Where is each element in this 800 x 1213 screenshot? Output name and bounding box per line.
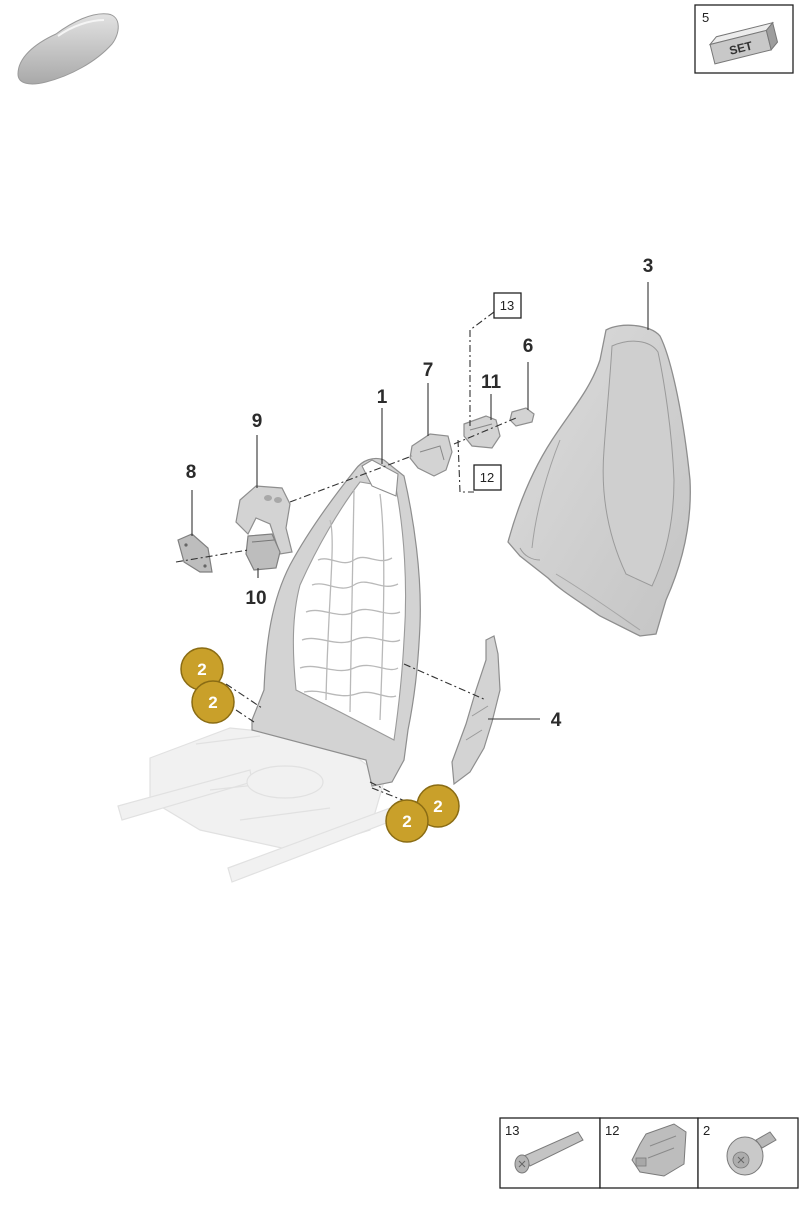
set-kit-number: 5 [702, 10, 709, 25]
legend-strip: 13 12 2 [499, 1117, 799, 1189]
leader-lines [191, 282, 649, 720]
legend-tile-12[interactable]: 12 [599, 1117, 699, 1189]
legend-tile-13-number: 13 [505, 1123, 519, 1138]
svg-text:2: 2 [402, 812, 411, 831]
callout-3[interactable]: 3 [643, 256, 654, 277]
cover-plate-part[interactable] [177, 533, 213, 573]
boxed-ref-13-label: 13 [500, 298, 514, 313]
bolt-icon [514, 1131, 584, 1174]
set-kit-box[interactable]: 5 SET [694, 4, 794, 74]
control-module-part[interactable] [245, 533, 281, 571]
fastener-badge[interactable]: 2 [191, 680, 235, 724]
callout-8[interactable]: 8 [186, 462, 197, 483]
backrest-frame[interactable] [251, 457, 421, 787]
legend-tile-2[interactable]: 2 [697, 1117, 799, 1189]
legend-tile-12-number: 12 [605, 1123, 619, 1138]
callout-6[interactable]: 6 [523, 336, 534, 357]
callout-10[interactable]: 10 [245, 588, 266, 609]
boxed-ref-12-label: 12 [480, 470, 494, 485]
boxed-ref-13[interactable]: 13 [493, 292, 522, 319]
fastener-badge[interactable]: 2 [385, 799, 429, 843]
callout-9[interactable]: 9 [252, 411, 263, 432]
callout-4[interactable]: 4 [551, 710, 562, 731]
cap-nut-icon [726, 1131, 777, 1176]
set-kit-tag: SET [728, 38, 755, 57]
boxed-ref-12[interactable]: 12 [473, 464, 502, 491]
svg-text:2: 2 [433, 797, 442, 816]
backrest-rear-shell[interactable] [507, 324, 691, 637]
svg-text:2: 2 [208, 693, 217, 712]
callout-11[interactable]: 11 [481, 372, 502, 393]
clip-icon [631, 1123, 687, 1177]
upper-bracket-part[interactable] [409, 433, 453, 477]
callout-7[interactable]: 7 [423, 360, 434, 381]
callout-1[interactable]: 1 [377, 387, 388, 408]
side-trim-panel[interactable] [451, 635, 501, 786]
svg-text:2: 2 [197, 660, 206, 679]
headrest-guide-part[interactable] [235, 485, 293, 555]
small-bracket-part[interactable] [509, 407, 535, 427]
vehicle-thumbnail-icon [17, 13, 119, 85]
legend-tile-13[interactable]: 13 [499, 1117, 601, 1189]
set-kit-icon: SET [708, 21, 779, 65]
seat-base-ghost [117, 727, 395, 883]
legend-tile-2-number: 2 [703, 1123, 710, 1138]
